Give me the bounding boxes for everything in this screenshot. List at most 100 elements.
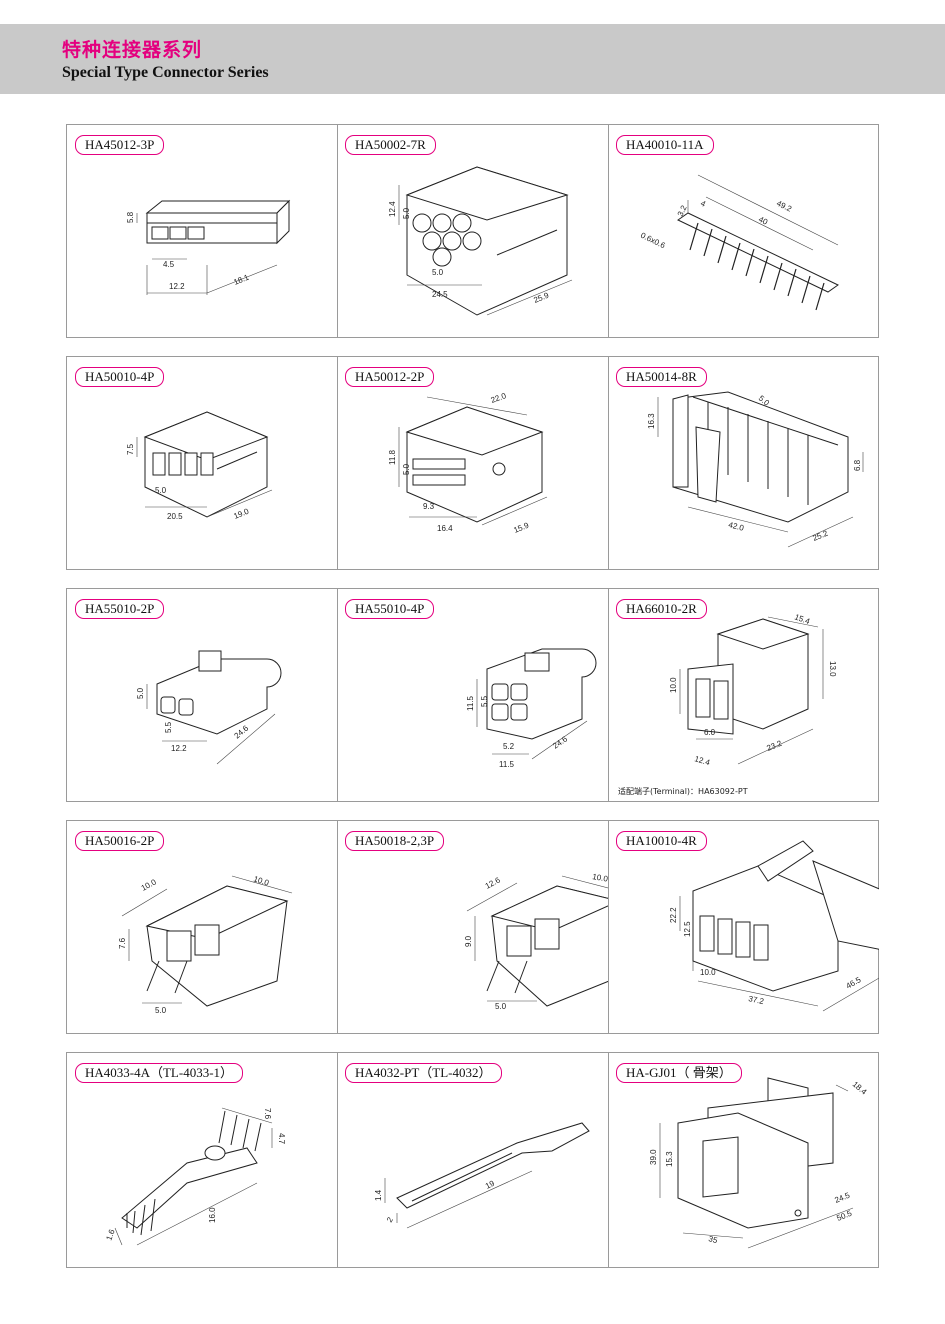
product-cell: 49.2 40 4 3.2 0.6x0.6 HA40010-11A: [608, 125, 879, 337]
dimension-label: 19: [484, 1179, 496, 1191]
connector-drawing: 12.4 5.0 5.0 24.5 25.9: [388, 166, 573, 316]
product-cell: 12.6 10.0 9.0 5.0 HA50018-2,3P: [337, 821, 608, 1033]
dimension-label: 46.5: [845, 975, 863, 991]
row-4: 10.0 10.0 7.6 5.0 HA50016-2P 12.6 10.0 9…: [66, 820, 879, 1034]
dimension-label: 12.4: [693, 754, 711, 767]
dimension-label: 25.9: [532, 290, 550, 304]
connector-drawing: 5.0 5.5 12.2 24.6: [136, 650, 282, 765]
dimension-label: 13.0: [828, 661, 837, 677]
dimension-label: 15.3: [665, 1151, 674, 1167]
product-cell: 5.0 5.5 12.2 24.6 HA55010-2P: [67, 589, 337, 801]
dimension-label: 7.6: [263, 1108, 272, 1120]
dimension-label: 25.2: [811, 528, 829, 542]
model-label: HA55010-2P: [75, 599, 165, 619]
dimension-label: 24.5: [432, 290, 448, 299]
product-cell: 39.0 15.3 18.4 24.5 50.5 35 HA-GJ01（ 骨架）: [608, 1053, 879, 1267]
dimension-label: 15.9: [512, 520, 530, 534]
dimension-label: 4.7: [277, 1133, 286, 1145]
dimension-label: 20.5: [167, 512, 183, 521]
dimension-label: 12.2: [169, 282, 185, 291]
page-header: 特种连接器系列 Special Type Connector Series: [0, 24, 945, 94]
row-2: 7.5 5.0 20.5 19.0 HA50010-4P 11.8 22.0 5…: [66, 356, 879, 570]
product-cell: 10.0 15.4 13.0 6.0 12.4 23.2 HA66010-2R …: [608, 589, 879, 801]
product-cell: 22.2 12.5 10.0 37.2 46.5 HA10010-4R: [608, 821, 879, 1033]
dimension-label: 5.2: [503, 742, 515, 751]
connector-drawing: 7.6 4.7 1.6 16.0: [104, 1107, 286, 1246]
dimension-label: 5.0: [155, 1006, 167, 1015]
connector-drawing: 39.0 15.3 18.4 24.5 50.5 35: [649, 1077, 869, 1249]
dimension-label: 5.5: [164, 721, 173, 733]
connector-drawing: 7.5 5.0 20.5 19.0: [126, 411, 273, 521]
dimension-label: 5.0: [155, 486, 167, 495]
connector-drawing: 11.8 22.0 5.0 9.3 16.4 15.9: [388, 391, 548, 535]
product-cell: 11.8 22.0 5.0 9.3 16.4 15.9 HA50012-2P: [337, 357, 608, 569]
model-label: HA50012-2P: [345, 367, 435, 387]
dimension-label: 6.0: [704, 728, 716, 737]
dimension-label: 39.0: [649, 1149, 658, 1165]
dimension-label: 5.0: [136, 687, 145, 699]
connector-drawing: 16.3 5.0 6.8 42.0 25.2: [647, 391, 864, 548]
dimension-label: 1.4: [374, 1189, 383, 1201]
dimension-label: 22.0: [490, 391, 508, 405]
dimension-label: 12.4: [388, 201, 397, 217]
product-cell: 10.0 10.0 7.6 5.0 HA50016-2P: [67, 821, 337, 1033]
dimension-label: 12.2: [171, 744, 187, 753]
dimension-label: 4: [699, 199, 707, 209]
row-1: 5.8 4.5 12.2 18.1 HA45012-3P 12.4 5.0 5.…: [66, 124, 879, 338]
connector-drawing: 10.0 10.0 7.6 5.0: [118, 874, 293, 1015]
dimension-label: 19.0: [232, 506, 250, 520]
model-label: HA50010-4P: [75, 367, 165, 387]
dimension-label: 7.6: [118, 937, 127, 949]
dimension-label: 15.4: [793, 612, 811, 626]
dimension-label: 7.5: [126, 443, 135, 455]
dimension-label: 10.0: [140, 877, 158, 893]
dimension-label: 1.6: [104, 1228, 116, 1242]
dimension-label: 24.5: [833, 1190, 851, 1204]
connector-drawing: 49.2 40 4 3.2 0.6x0.6: [639, 174, 839, 311]
product-cell: 16.3 5.0 6.8 42.0 25.2 HA50014-8R: [608, 357, 879, 569]
dimension-label: 12.6: [484, 875, 502, 891]
dimension-label: 10.0: [592, 872, 608, 884]
page-title-en: Special Type Connector Series: [62, 64, 269, 81]
dimension-label: 5.8: [126, 211, 135, 223]
model-label: HA50018-2,3P: [345, 831, 445, 851]
product-cell: 7.5 5.0 20.5 19.0 HA50010-4P: [67, 357, 337, 569]
product-cell: 1.4 2 19 HA4032-PT（TL-4032）: [337, 1053, 608, 1267]
dimension-label: 23.2: [765, 738, 783, 752]
product-cell: 11.5 5.5 5.2 11.5 24.6 HA55010-4P: [337, 589, 608, 801]
dimension-label: 24.6: [233, 723, 251, 740]
model-label: HA40010-11A: [616, 135, 714, 155]
model-label: HA55010-4P: [345, 599, 435, 619]
connector-drawing: 1.4 2 19: [374, 1122, 590, 1229]
dimension-label: 40: [757, 215, 769, 227]
dimension-label: 5.0: [402, 207, 411, 219]
dimension-label: 16.3: [647, 413, 656, 429]
connector-drawing: 5.8 4.5 12.2 18.1: [126, 199, 291, 295]
dimension-label: 3.2: [676, 203, 689, 217]
row-3: 5.0 5.5 12.2 24.6 HA55010-2P 11.5 5.5 5.…: [66, 588, 879, 802]
model-label: HA45012-3P: [75, 135, 165, 155]
model-label: HA4033-4A（TL-4033-1）: [75, 1063, 244, 1083]
dimension-label: 16.4: [437, 524, 453, 533]
page-title-cn: 特种连接器系列: [62, 39, 203, 61]
dimension-label: 37.2: [748, 994, 766, 1006]
dimension-label: 5.0: [402, 463, 411, 475]
dimension-label: 4.5: [163, 260, 175, 269]
terminal-note: 适配端子(Terminal)：HA63092-PT: [618, 787, 748, 796]
dimension-label: 22.2: [669, 907, 678, 923]
model-label: HA50014-8R: [616, 367, 707, 387]
dimension-label: 18.4: [851, 1080, 869, 1097]
dimension-label: 9.3: [423, 502, 435, 511]
dimension-label: 42.0: [728, 520, 746, 533]
dimension-label: 9.0: [464, 935, 473, 947]
dimension-label: 10.0: [669, 677, 678, 693]
connector-drawing: 11.5 5.5 5.2 11.5 24.6: [466, 648, 597, 769]
dimension-label: 12.5: [683, 921, 692, 937]
dimension-label: 5.0: [495, 1002, 507, 1011]
product-cell: 7.6 4.7 1.6 16.0 HA4033-4A（TL-4033-1）: [67, 1053, 337, 1267]
model-label: HA66010-2R: [616, 599, 707, 619]
connector-drawing: 10.0 15.4 13.0 6.0 12.4 23.2: [669, 612, 837, 767]
dimension-label: 11.8: [388, 449, 397, 465]
dimension-label: 0.6x0.6: [639, 231, 667, 251]
model-label: HA50002-7R: [345, 135, 436, 155]
